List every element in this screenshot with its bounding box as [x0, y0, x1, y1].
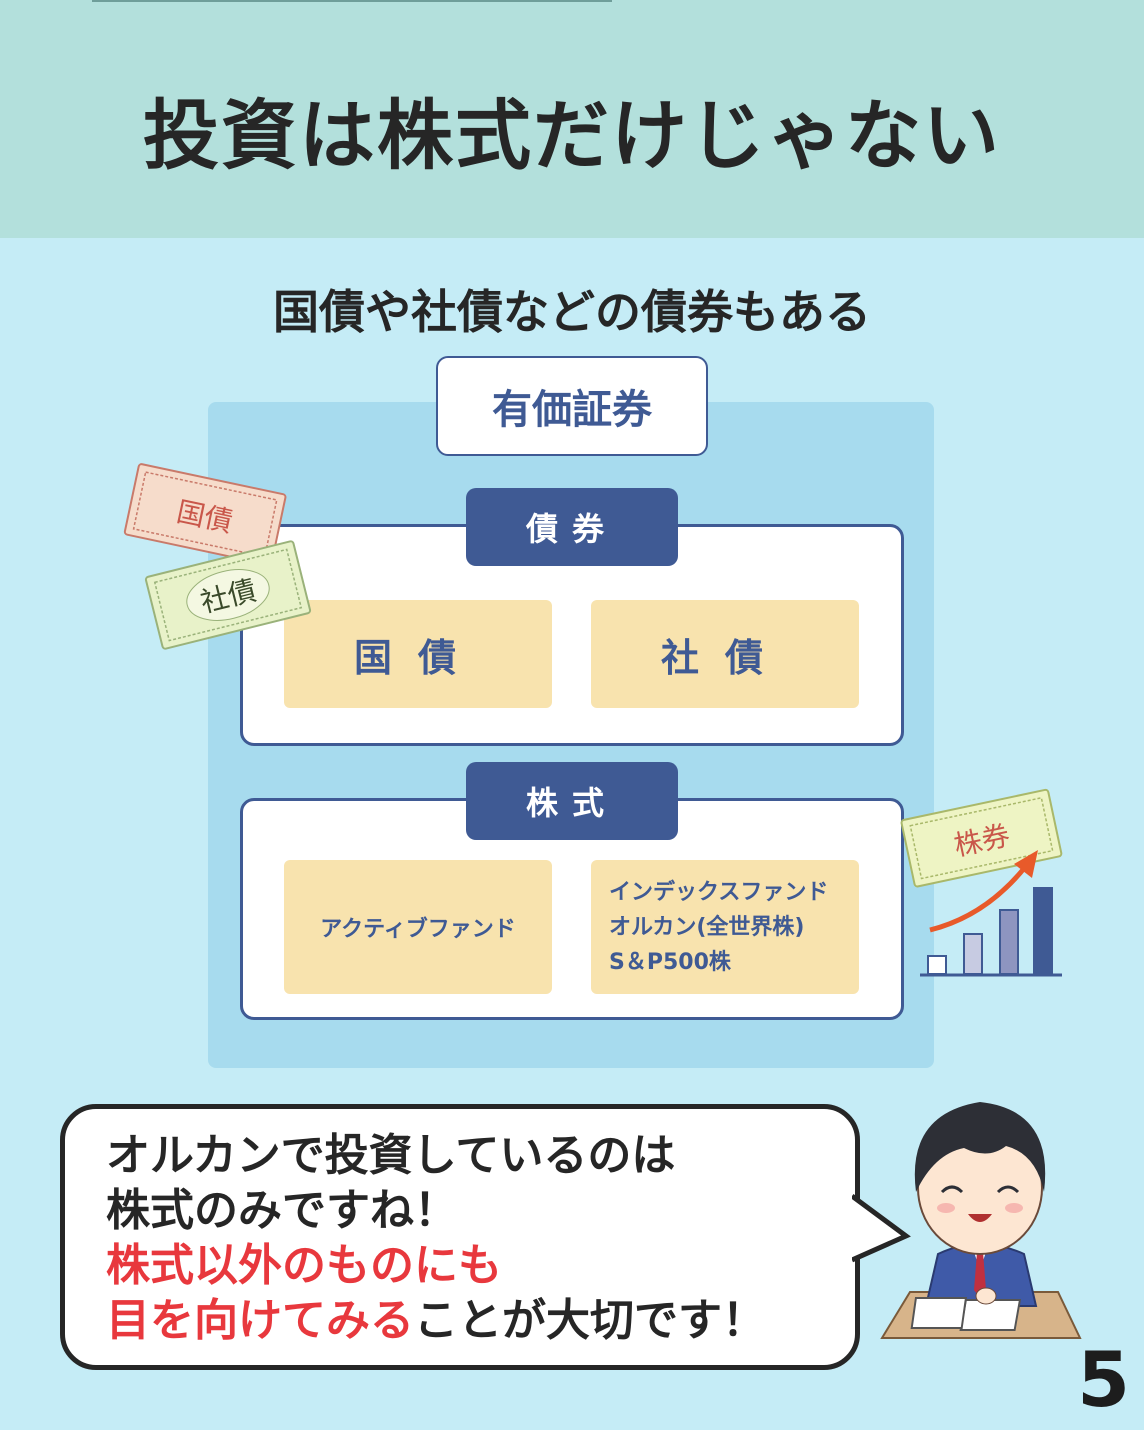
bonds-tag: 債券 [466, 488, 678, 566]
right-eye [996, 1185, 1020, 1194]
tie [974, 1252, 986, 1298]
open-book-icon [910, 1297, 968, 1329]
bubble-line: 目を向けてみることが大切です！ [106, 1293, 766, 1348]
growth-arrow-line [929, 864, 1028, 933]
bond-tickets-illustration: 国債 社債 [123, 463, 312, 650]
hair [914, 1102, 1046, 1192]
bar-1 [927, 955, 947, 975]
left-eye [940, 1185, 964, 1194]
index-line: インデックスファンド [609, 879, 829, 905]
bubble-tail [852, 1193, 911, 1263]
notebook-icon [959, 1299, 1022, 1331]
kabuken-ticket: 株券 [900, 788, 1063, 888]
bubble-rest: ことが大切です！ [414, 1295, 766, 1346]
bond-item-shasai: 社債 [591, 600, 859, 708]
bar-2 [963, 933, 983, 975]
page-subtitle: 国債や社債などの債券もある [273, 285, 871, 339]
speech-bubble [60, 1104, 860, 1370]
arrow-head-icon [1014, 850, 1038, 878]
bubble-line: オルカンで投資しているのは [106, 1130, 676, 1181]
shasai-ticket: 社債 [144, 540, 312, 650]
left-cheek [937, 1203, 955, 1213]
hand [975, 1287, 997, 1305]
securities-label: 有価証券 [436, 356, 708, 456]
right-cheek [1005, 1203, 1023, 1213]
kokusai-ticket: 国債 [123, 463, 287, 566]
bubble-line: 株式のみですね！ [106, 1185, 458, 1236]
stock-growth-illustration: 株券 [900, 788, 1063, 977]
bubble-text: オルカンで投資しているのは 株式のみですね！ 株式以外のものにも 目を向けてみる… [106, 1128, 766, 1348]
stocks-tag: 株式 [466, 762, 678, 840]
bubble-line-highlight: 株式以外のものにも [106, 1240, 502, 1291]
mouth [968, 1214, 992, 1222]
stock-item-active: アクティブファンド [284, 860, 552, 994]
page-title: 投資は株式だけじゃない [143, 91, 1001, 180]
student-character-illustration [880, 1102, 1082, 1339]
page-number: 5 [1077, 1335, 1130, 1424]
bar-4 [1033, 887, 1053, 975]
bubble-highlight: 目を向けてみる [106, 1295, 414, 1346]
index-line: S＆P500株 [609, 949, 731, 975]
stock-item-index: インデックスファンド オルカン(全世界株) S＆P500株 [591, 860, 859, 994]
bond-item-kokusai: 国債 [284, 600, 552, 708]
bar-3 [999, 909, 1019, 975]
header-divider [92, 0, 612, 2]
header-banner: 投資は株式だけじゃない [0, 0, 1144, 238]
index-line: オルカン(全世界株) [609, 914, 805, 940]
